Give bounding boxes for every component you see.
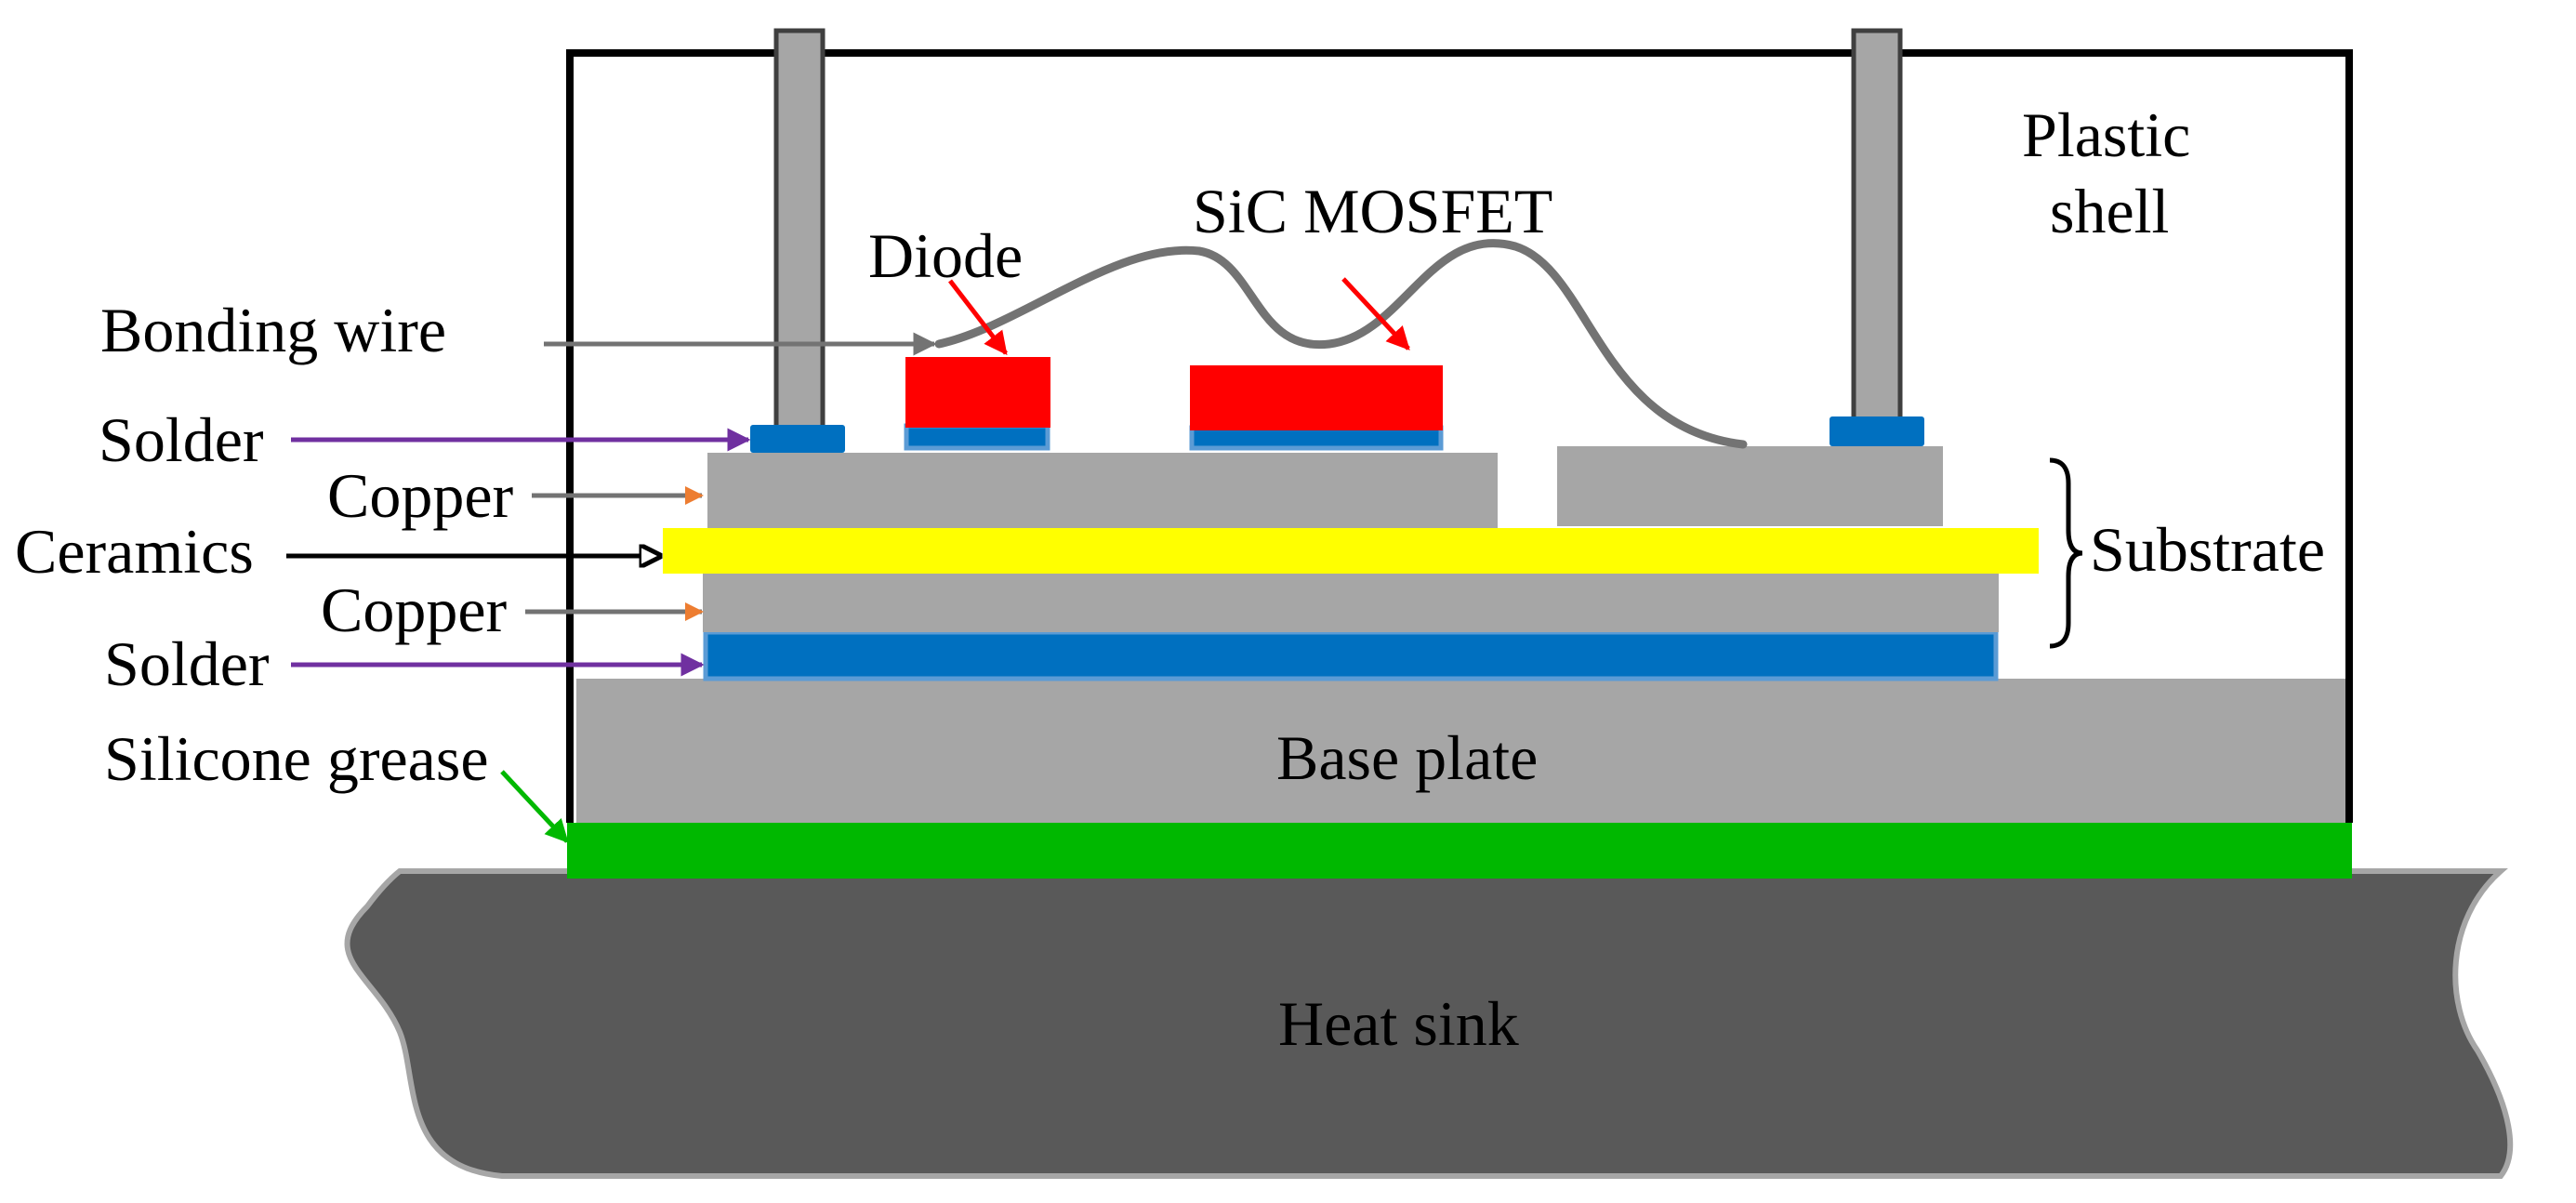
top-copper-left: [707, 453, 1498, 528]
label-solder-bottom: Solder: [104, 628, 270, 699]
label-sic-mosfet: SiC MOSFET: [1193, 176, 1552, 246]
bottom-copper-layer: [703, 574, 1999, 632]
silicone-grease-layer: [567, 823, 2352, 879]
bonding-wire: [934, 239, 1748, 449]
label-silicone-grease: Silicone grease: [104, 723, 489, 794]
bottom-solder-layer: [703, 629, 1999, 681]
label-bonding-wire: Bonding wire: [100, 295, 446, 365]
mosfet-solder: [1189, 425, 1444, 451]
heat-sink: [344, 868, 2514, 1179]
terminal-solder-right: [1830, 416, 1924, 446]
label-heat-sink: Heat sink: [1278, 988, 1519, 1059]
arrow-silicone-grease: [500, 770, 569, 843]
diode-solder: [904, 423, 1050, 451]
diode-chip: [905, 357, 1050, 428]
label-diode: Diode: [868, 220, 1023, 291]
terminal-right: [1851, 28, 1903, 424]
base-plate: [576, 679, 2347, 823]
top-copper-right: [1557, 446, 1943, 526]
label-solder-top: Solder: [99, 404, 264, 475]
arrow-diode: [948, 279, 1008, 355]
label-substrate: Substrate: [2090, 514, 2325, 585]
terminal-left: [773, 28, 826, 430]
sic-mosfet-chip: [1190, 365, 1443, 430]
label-base-plate: Base plate: [1276, 722, 1538, 793]
label-copper-bottom: Copper: [321, 575, 508, 645]
ceramics-layer: [663, 528, 2039, 574]
terminal-solder-left: [750, 425, 845, 453]
label-plastic-shell-line1: Plastic: [2022, 99, 2190, 170]
label-copper-top: Copper: [327, 460, 514, 531]
arrow-sic-mosfet: [1341, 277, 1410, 350]
substrate-brace: [2049, 457, 2083, 649]
label-ceramics: Ceramics: [15, 516, 254, 587]
label-plastic-shell-line2: shell: [2050, 176, 2169, 246]
